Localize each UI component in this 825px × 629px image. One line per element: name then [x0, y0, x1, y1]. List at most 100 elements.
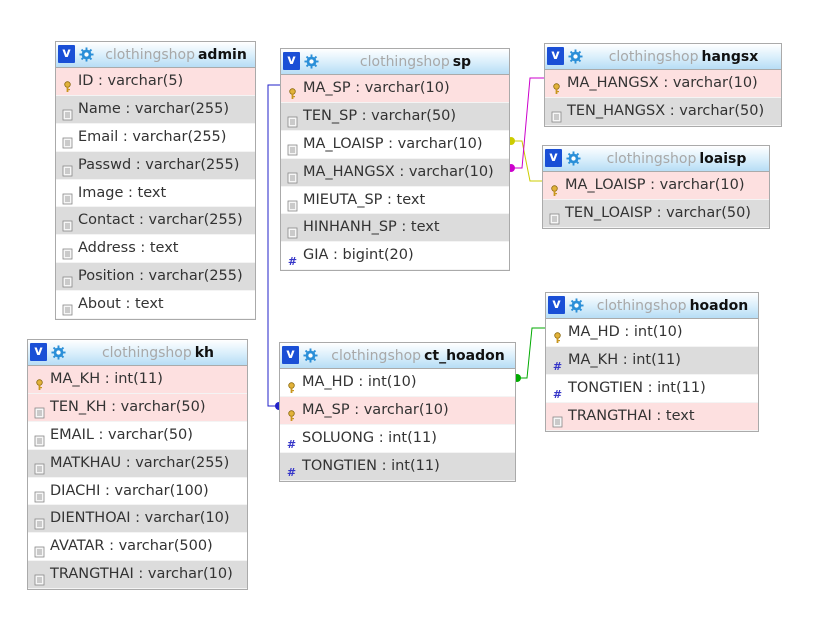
field-row[interactable]: MIEUTA_SP : text	[281, 186, 509, 215]
text-field-icon	[62, 243, 73, 260]
gear-icon[interactable]	[79, 47, 94, 62]
collapse-toggle-icon[interactable]: v	[58, 45, 75, 63]
field-label: TEN_HANGSX : varchar(50)	[567, 102, 765, 119]
field-label: TRANGTHAI : text	[568, 407, 695, 424]
gear-icon[interactable]	[303, 348, 318, 363]
field-label: TONGTIEN : int(11)	[568, 379, 706, 396]
field-row[interactable]: Address : text	[56, 235, 255, 264]
collapse-toggle-icon[interactable]: v	[547, 47, 564, 65]
field-label: Address : text	[78, 240, 179, 257]
gear-icon[interactable]	[51, 345, 66, 360]
field-row[interactable]: MA_SP : varchar(10)	[281, 75, 509, 103]
text-field-icon	[287, 167, 298, 184]
field-row[interactable]: Name : varchar(255)	[56, 95, 255, 124]
field-row[interactable]: TRANGTHAI : text	[546, 402, 758, 431]
field-label: DIENTHOAI : varchar(10)	[50, 510, 230, 527]
text-field-icon	[287, 111, 298, 128]
field-row[interactable]: #TONGTIEN : int(11)	[280, 452, 515, 481]
key-icon	[287, 83, 298, 99]
key-icon	[286, 377, 297, 393]
gear-icon[interactable]	[569, 298, 584, 313]
field-row[interactable]: DIACHI : varchar(100)	[28, 477, 247, 506]
gear-icon[interactable]	[568, 49, 583, 64]
text-field-icon	[34, 402, 45, 419]
field-row[interactable]: DIENTHOAI : varchar(10)	[28, 505, 247, 534]
field-row[interactable]: MA_LOAISP : varchar(10)	[543, 172, 769, 200]
field-label: About : text	[78, 296, 164, 313]
field-label: MA_HANGSX : varchar(10)	[567, 75, 758, 91]
field-label: Contact : varchar(255)	[78, 212, 243, 229]
key-icon	[551, 78, 562, 94]
field-row[interactable]: Image : text	[56, 179, 255, 208]
field-row[interactable]: Email : varchar(255)	[56, 123, 255, 152]
field-row[interactable]: TEN_KH : varchar(50)	[28, 393, 247, 422]
field-label: AVATAR : varchar(500)	[50, 538, 213, 555]
field-label: MA_HD : int(10)	[302, 374, 417, 390]
field-row[interactable]: TEN_LOAISP : varchar(50)	[543, 199, 769, 228]
field-label: MA_KH : int(11)	[568, 351, 681, 368]
gear-icon[interactable]	[304, 54, 319, 69]
field-row[interactable]: HINHANH_SP : text	[281, 214, 509, 243]
field-row[interactable]: Position : varchar(255)	[56, 263, 255, 292]
field-row[interactable]: #SOLUONG : int(11)	[280, 424, 515, 453]
key-icon	[286, 405, 297, 421]
field-row[interactable]: MA_HD : int(10)	[546, 319, 758, 347]
field-row[interactable]: MA_HANGSX : varchar(10)	[545, 70, 781, 98]
field-row[interactable]: Contact : varchar(255)	[56, 207, 255, 236]
svg-text:#: #	[287, 438, 296, 450]
field-row[interactable]: TRANGTHAI : varchar(10)	[28, 561, 247, 590]
hash-icon: #	[552, 383, 563, 401]
field-label: MA_LOAISP : varchar(10)	[303, 135, 483, 152]
collapse-toggle-icon[interactable]: v	[545, 149, 562, 167]
field-row[interactable]: MA_HANGSX : varchar(10)	[281, 158, 509, 187]
text-field-icon	[549, 208, 560, 225]
field-label: MATKHAU : varchar(255)	[50, 454, 230, 471]
database-name: clothingshop	[105, 47, 195, 63]
text-field-icon	[34, 541, 45, 558]
collapse-toggle-icon[interactable]: v	[548, 296, 565, 314]
field-row[interactable]: EMAIL : varchar(50)	[28, 421, 247, 450]
field-row[interactable]: # MA_KH : int(11)	[546, 346, 758, 375]
relation-line-sp-loaisp	[509, 140, 543, 182]
field-label: ID : varchar(5)	[78, 73, 184, 89]
field-row[interactable]: AVATAR : varchar(500)	[28, 533, 247, 562]
text-field-icon	[62, 188, 73, 204]
field-row[interactable]: ID : varchar(5)	[56, 68, 255, 96]
field-row[interactable]: # TONGTIEN : int(11)	[546, 374, 758, 403]
field-row[interactable]: MATKHAU : varchar(255)	[28, 449, 247, 478]
svg-text:#: #	[553, 360, 562, 372]
field-row[interactable]: #GIA : bigint(20)	[281, 242, 509, 271]
field-row[interactable]: About : text	[56, 291, 255, 320]
field-row[interactable]: MA_HD : int(10)	[280, 369, 515, 397]
field-row[interactable]: MA_KH : int(11)	[28, 366, 247, 394]
collapse-toggle-icon[interactable]: v	[283, 52, 300, 70]
field-row[interactable]: TEN_SP : varchar(50)	[281, 102, 509, 131]
text-field-icon	[62, 160, 73, 177]
field-row[interactable]: Passwd : varchar(255)	[56, 151, 255, 180]
field-row[interactable]: MA_LOAISP : varchar(10)	[281, 130, 509, 159]
collapse-toggle-icon[interactable]: v	[282, 346, 299, 364]
collapse-toggle-icon[interactable]: v	[30, 343, 47, 361]
field-row[interactable]: MA_SP : varchar(10)	[280, 396, 515, 425]
gear-icon[interactable]	[566, 151, 581, 166]
key-icon	[34, 374, 45, 390]
field-row[interactable]: TEN_HANGSX : varchar(50)	[545, 97, 781, 126]
table-name: hangsx	[701, 49, 759, 65]
